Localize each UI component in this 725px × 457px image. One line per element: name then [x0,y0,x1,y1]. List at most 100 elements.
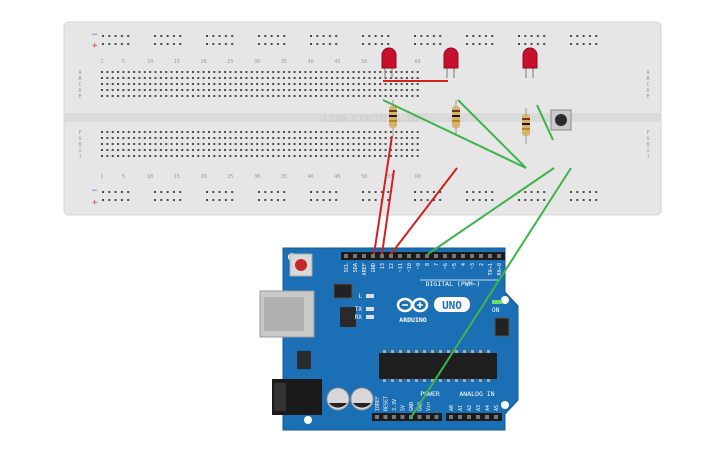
breadboard-hole [101,95,103,97]
column-number: 20 [201,174,207,180]
breadboard-hole [411,143,414,145]
breadboard-hole [154,155,157,157]
rail-hole [328,191,331,193]
header-pin [353,254,357,258]
breadboard-hole [288,131,291,133]
breadboard-hole [101,155,103,157]
resistor-3[interactable] [522,108,530,144]
resistor-1[interactable] [389,100,397,136]
breadboard-hole [400,77,403,79]
column-number: 40 [308,174,314,180]
power-header[interactable] [372,413,442,421]
breadboard-hole [331,77,334,79]
rail-hole [166,43,169,45]
rail-hole [206,199,208,201]
header-pin [344,254,348,258]
rail-minus-label-bottom: − [92,186,98,196]
led-2[interactable] [443,47,459,78]
wire-green-5v[interactable] [409,167,572,420]
breadboard-hole [159,71,162,73]
breadboard-hole [373,131,376,133]
rail-hole [276,43,279,45]
breadboard-hole [175,149,178,151]
breadboard-hole [341,83,344,85]
breadboard-hole [389,149,392,151]
breadboard-hole [197,143,200,145]
wire-green-gnd-1[interactable] [382,99,527,169]
rail-hole [127,43,130,45]
digital-header[interactable] [341,252,505,260]
tx-led [366,307,374,311]
rail-hole [264,43,267,45]
row-letter: J [78,154,81,160]
led-3[interactable] [522,47,538,78]
wire-red-13[interactable] [373,135,393,255]
resistor-2[interactable] [452,100,460,136]
breadboard-hole [411,83,414,85]
breadboard-hole [175,143,178,145]
rail-hole [328,199,331,201]
analog-header[interactable] [446,413,502,421]
l-label: L [358,293,362,300]
breadboard-hole [154,143,157,145]
mount-hole [304,416,312,424]
breadboard-hole [240,143,243,145]
breadboard-hole [416,155,419,157]
rail-hole [114,35,117,37]
reset-button[interactable] [295,259,307,271]
breadboard-hole [304,71,307,73]
breadboard-hole [395,89,398,91]
breadboard-hole [202,71,205,73]
breadboard-hole [213,83,216,85]
rail-hole [179,35,182,37]
rail-hole [484,191,487,193]
breadboard-hole [191,77,194,79]
breadboard-hole [304,89,307,91]
breadboard-hole [149,71,152,73]
breadboard-hole [357,131,360,133]
rail-hole [466,199,468,201]
breadboard-hole [208,143,210,145]
breadboard-hole [133,131,136,133]
wire-green-button[interactable] [536,104,554,141]
breadboard-hole [117,137,120,139]
breadboard-hole [165,149,168,151]
wire-red-12[interactable] [381,169,395,255]
power-pin-label: IOREF [375,396,381,411]
breadboard-hole [416,143,419,145]
led-1[interactable] [381,47,397,78]
breadboard-hole [352,143,355,145]
breadboard-hole [288,71,291,73]
rail-hole [206,191,208,193]
column-number: 60 [415,174,421,180]
rail-hole [283,191,286,193]
wire-green-pin2[interactable] [427,167,555,255]
breadboard-hole [272,131,275,133]
analog-pin-label: A5 [494,405,500,411]
breadboard-hole [368,77,371,79]
chip-pin [383,350,386,353]
breadboard-hole [165,137,168,139]
rail-hole [466,35,468,37]
breadboard-hole [395,149,398,151]
rail-hole [172,199,175,201]
breadboard-hole [170,155,173,157]
pushbutton[interactable] [550,109,572,131]
chip-pin [455,350,458,353]
mount-hole [501,296,509,304]
rail-hole [154,43,156,45]
breadboard-hole [186,155,189,157]
rail-hole [102,199,104,201]
breadboard-hole [379,149,382,151]
breadboard-hole [405,83,408,85]
breadboard-hole [379,155,382,157]
breadboard-hole [143,137,146,139]
wire-red-11[interactable] [390,167,458,255]
wire-green-gnd-2[interactable] [457,99,527,169]
breadboard-hole [293,89,296,91]
header-pin [449,415,453,419]
breadboard-hole [101,89,103,91]
rail-hole [582,43,585,45]
capacitor-band [329,403,347,408]
